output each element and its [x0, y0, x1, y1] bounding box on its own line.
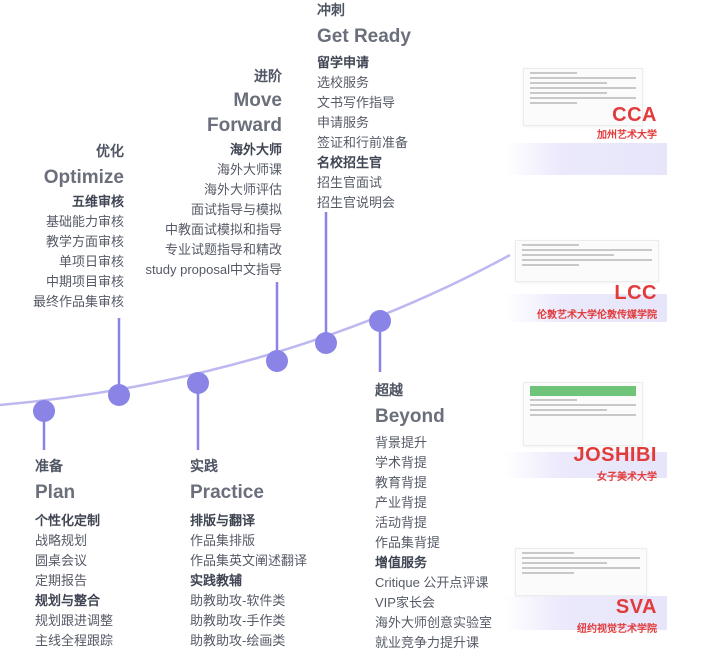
stage-get-ready-section-2: 名校招生官	[317, 155, 383, 170]
stage-get-ready-section-1: 留学申请	[317, 55, 370, 70]
stage-beyond-item: 活动背提	[375, 515, 428, 530]
stage-get-ready-item: 招生官面试	[317, 175, 383, 190]
school-card-sva: SVA 纽约视觉艺术学院	[505, 548, 667, 646]
school-card-lcc: LCC 伦敦艺术大学伦敦传媒学院	[505, 238, 667, 336]
stage-beyond-item: 教育背提	[375, 475, 428, 490]
stage-plan-section-2: 规划与整合	[35, 593, 101, 608]
stage-optimize-section-1: 五维审核	[71, 194, 124, 209]
stage-move-forward-cn: 进阶	[254, 68, 282, 84]
offer-letter-image	[515, 240, 659, 282]
stage-move-forward-en-line-1: Move	[233, 90, 282, 111]
offer-letter-image	[515, 548, 647, 596]
stage-move-forward-en-line-2: Forward	[207, 115, 282, 136]
school-card-cca: CCA 加州艺术大学	[505, 60, 667, 178]
stage-optimize-en: Optimize	[43, 167, 124, 188]
node-move-forward	[266, 350, 288, 372]
stage-practice-item: 助教助攻-手作类	[190, 613, 286, 628]
stage-beyond-item: 产业背提	[375, 495, 428, 510]
school-name: 伦敦艺术大学伦敦传媒学院	[537, 310, 657, 321]
stage-practice-item: 助教助攻-绘画类	[190, 633, 286, 648]
stage-move-forward-item: 海外大师课	[216, 162, 282, 177]
stage-move-forward-item: 专业试题指导和精改	[164, 242, 282, 257]
stage-plan-item: 规划跟进调整	[35, 613, 114, 628]
stage-plan-section-1: 个性化定制	[35, 513, 101, 528]
school-card-joshibi: JOSHIBI 女子美术大学	[505, 380, 667, 488]
stage-plan-item: 圆桌会议	[35, 553, 88, 568]
school-abbr: CCA	[612, 104, 657, 126]
stage-beyond-item: VIP家长会	[375, 595, 435, 610]
stage-plan-item: 定期报告	[35, 573, 88, 588]
timeline-curve	[0, 253, 511, 407]
stage-practice-item: 作品集排版	[190, 533, 256, 548]
school-name: 女子美术大学	[597, 472, 657, 483]
school-band	[505, 452, 667, 478]
stage-move-forward-section-1: 海外大师	[229, 142, 282, 157]
stage-practice-section-2: 实践教辅	[190, 573, 243, 588]
stage-beyond-section-2: 增值服务	[375, 555, 428, 570]
stage-plan-item: 主线全程跟踪	[35, 633, 114, 648]
stage-beyond-item: 就业竞争力提升课	[375, 635, 480, 650]
stage-move-forward: 进阶 Move Forward 海外大师 海外大师课 海外大师评估 面试指导与模…	[145, 66, 282, 280]
stage-get-ready-item: 文书写作指导	[317, 95, 396, 110]
stage-beyond-item: Critique 公开点评课	[375, 575, 489, 590]
stage-optimize-item: 中期项目审核	[45, 274, 124, 289]
stage-plan-en: Plan	[35, 482, 76, 503]
node-practice	[187, 372, 209, 394]
stage-move-forward-item: 面试指导与模拟	[190, 202, 282, 217]
stage-move-forward-item: study proposal中文指导	[145, 262, 282, 277]
stage-beyond-en: Beyond	[375, 406, 445, 427]
stage-plan: 准备 Plan 个性化定制 战略规划 圆桌会议 定期报告 规划与整合 规划跟进调…	[35, 456, 113, 651]
stage-get-ready-en: Get Ready	[317, 26, 411, 47]
school-abbr: LCC	[614, 282, 657, 304]
stage-beyond: 超越 Beyond 背景提升 学术背提 教育背提 产业背提 活动背提 作品集背提…	[375, 380, 492, 653]
stage-move-forward-item: 海外大师评估	[203, 182, 282, 197]
stage-move-forward-item: 中教面试模拟和指导	[164, 222, 282, 237]
stage-get-ready: 冲刺 Get Ready 留学申请 选校服务 文书写作指导 申请服务 签证和行前…	[317, 0, 411, 213]
stage-practice-en: Practice	[190, 482, 264, 503]
stage-practice-item: 助教助攻-软件类	[190, 593, 286, 608]
school-band	[505, 596, 667, 630]
stage-optimize-item: 最终作品集审核	[32, 294, 124, 309]
stage-optimize-item: 教学方面审核	[45, 234, 124, 249]
school-abbr: JOSHIBI	[573, 444, 657, 466]
stage-get-ready-item: 招生官说明会	[317, 195, 396, 210]
school-band	[505, 294, 667, 322]
stage-plan-cn: 准备	[35, 458, 63, 474]
stage-optimize-cn: 优化	[96, 143, 124, 159]
school-name: 纽约视觉艺术学院	[577, 624, 657, 635]
stage-beyond-item: 学术背提	[375, 455, 428, 470]
stage-optimize-item: 基础能力审核	[45, 214, 124, 229]
stage-practice-item: 作品集英文阐述翻译	[190, 553, 308, 568]
stage-beyond-section-1: 背景提升	[375, 435, 428, 450]
node-optimize	[108, 384, 130, 406]
node-get-ready	[315, 332, 337, 354]
stage-practice: 实践 Practice 排版与翻译 作品集排版 作品集英文阐述翻译 实践教辅 助…	[190, 456, 307, 651]
school-abbr: SVA	[615, 596, 657, 618]
school-band	[505, 143, 667, 175]
stage-optimize: 优化 Optimize 五维审核 基础能力审核 教学方面审核 单项日审核 中期项…	[33, 141, 124, 312]
school-name: 加州艺术大学	[597, 130, 657, 141]
stage-beyond-cn: 超越	[375, 382, 403, 398]
node-plan	[33, 400, 55, 422]
stage-get-ready-item: 选校服务	[317, 75, 370, 90]
stage-get-ready-item: 申请服务	[317, 115, 370, 130]
node-beyond	[369, 310, 391, 332]
stage-plan-item: 战略规划	[35, 533, 88, 548]
stage-get-ready-item: 签证和行前准备	[317, 135, 409, 150]
stage-get-ready-cn: 冲刺	[317, 2, 345, 18]
stage-practice-section-1: 排版与翻译	[190, 513, 256, 528]
stage-beyond-item: 海外大师创意实验室	[375, 615, 493, 630]
offer-letter-image	[523, 382, 643, 446]
stage-beyond-item: 作品集背提	[375, 535, 441, 550]
stage-optimize-item: 单项日审核	[58, 254, 124, 269]
stage-practice-cn: 实践	[190, 458, 218, 474]
offer-letter-image	[523, 68, 643, 126]
